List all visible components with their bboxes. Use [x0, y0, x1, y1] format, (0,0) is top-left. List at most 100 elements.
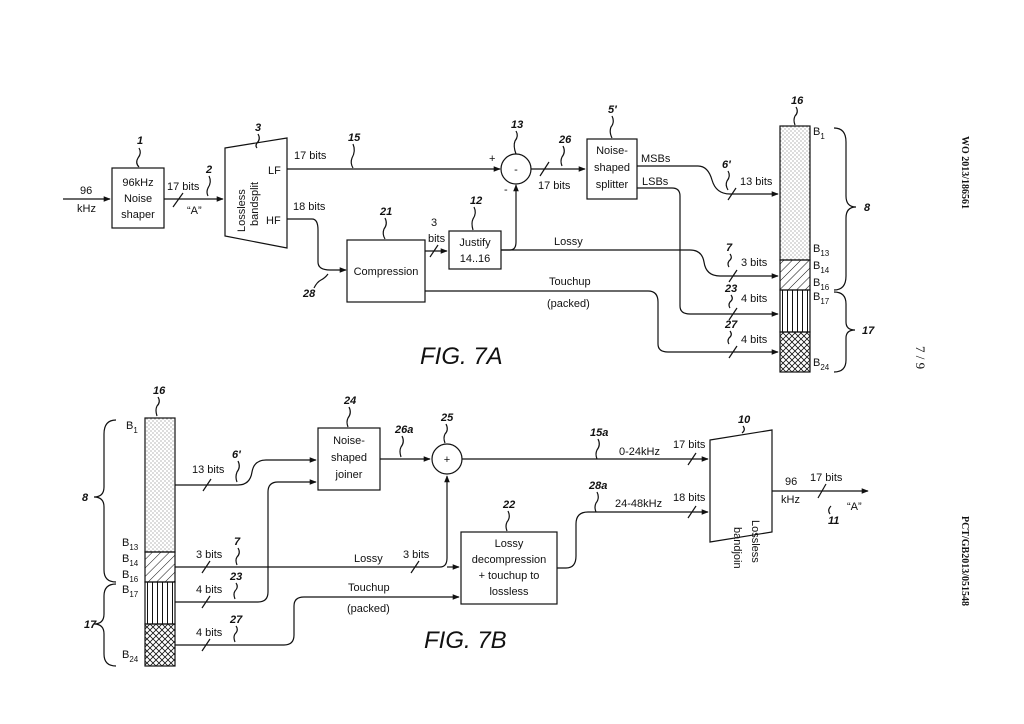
noise-shaper-label-1: 96kHz	[122, 177, 153, 189]
lossy-line	[501, 249, 779, 279]
slash-mark	[728, 307, 738, 321]
ref-2-leader	[206, 175, 211, 197]
touchup-segment	[779, 331, 811, 373]
high-band-line	[557, 509, 709, 569]
ref-11: 11	[828, 515, 839, 527]
application-number: PCT/GB2013/051548	[959, 516, 970, 606]
ref-21: 21	[379, 206, 392, 218]
bits-4-touchup-b: 4 bits	[196, 627, 223, 639]
ref-15a: 15a	[590, 427, 608, 439]
ref-26-leader	[560, 145, 565, 167]
ref-1-leader	[136, 147, 141, 168]
ref-23-b: 23	[229, 571, 242, 583]
b24-label: B24	[813, 357, 830, 372]
bits-3: 3 bits	[741, 257, 768, 269]
slash-mark	[201, 638, 211, 652]
lf-port: LF	[268, 165, 281, 177]
splitter-label-2: shaped	[594, 162, 630, 174]
brace-17-b	[93, 583, 117, 667]
lossless-bandsplit-block	[224, 137, 288, 249]
point-a-label: “A”	[187, 205, 202, 217]
bandjoin-label-1: Lossless	[749, 520, 761, 563]
brace-8	[833, 127, 857, 291]
lossy-label-b: Lossy	[354, 553, 383, 565]
bits-17-input: 17 bits	[167, 181, 200, 193]
noise-shaper-label-3: shaper	[121, 209, 155, 221]
ref-3: 3	[255, 122, 261, 134]
ref-22: 22	[502, 499, 515, 511]
ref-5-prime: 5′	[608, 104, 618, 116]
compression-label: Compression	[354, 266, 419, 278]
b14-label: B14	[813, 260, 830, 275]
brace-8-b	[93, 419, 117, 583]
slash-mark	[172, 192, 184, 208]
ref-7-b-leader	[235, 547, 240, 566]
b17-label: B17	[813, 291, 830, 306]
lossless-bandjoin-block	[709, 429, 773, 543]
slash-mark	[728, 345, 738, 359]
hf-line	[287, 218, 347, 273]
ref-11-leader	[828, 505, 832, 515]
ref-24-leader	[346, 406, 351, 428]
lsbs-to-joiner-line	[175, 479, 317, 603]
bandsplit-label-1: Lossless	[236, 189, 248, 232]
decomp-label-2: decompression	[472, 554, 547, 566]
ref-6-prime-b: 6′	[232, 449, 242, 461]
fig-7a-caption: FIG. 7A	[420, 343, 503, 370]
lsb-segment	[779, 289, 811, 333]
slash-mark	[201, 595, 211, 609]
bits-4-lsbs: 4 bits	[741, 293, 768, 305]
ref-28: 28	[302, 288, 316, 300]
bits-17-lf: 17 bits	[294, 150, 327, 162]
packed-label: (packed)	[547, 298, 590, 310]
joiner-label-1: Noise-	[333, 435, 365, 447]
ref-5-prime-leader	[609, 115, 614, 139]
bits-18-high: 18 bits	[673, 492, 706, 504]
b1-label-b: B1	[126, 420, 138, 435]
output-rate-unit: kHz	[781, 494, 800, 506]
justify-block	[448, 230, 502, 270]
margin-text: WO 2013/186561 7 / 9 PCT/GB2013/051548	[913, 136, 970, 606]
ref-25: 25	[440, 412, 454, 424]
ref-3-leader	[255, 133, 260, 149]
ref-10-leader	[741, 425, 745, 434]
input-rate-unit: kHz	[77, 203, 96, 215]
noise-shaped-joiner-block	[317, 427, 381, 491]
ref-23: 23	[724, 283, 737, 295]
bits-17-out: 17 bits	[810, 472, 843, 484]
ref-26a: 26a	[394, 424, 413, 436]
ref-15a-leader	[595, 438, 600, 460]
bits-4-touchup: 4 bits	[741, 334, 768, 346]
ref-15: 15	[348, 132, 361, 144]
slash-mark	[410, 560, 420, 574]
touchup-line-b	[175, 594, 460, 646]
ref-7-b: 7	[234, 536, 241, 548]
plus-sign: +	[444, 454, 450, 466]
slash-mark	[728, 269, 738, 283]
bandjoin-label-2: bandjoin	[731, 527, 743, 569]
b13-label-b: B13	[122, 537, 139, 552]
ref-27: 27	[724, 319, 738, 331]
b24-label-b: B24	[122, 649, 139, 664]
ref-13: 13	[511, 119, 523, 131]
fig-7b-caption: FIG. 7B	[424, 627, 507, 654]
lossy-decompression-block	[460, 531, 558, 605]
touchup-line	[425, 290, 779, 355]
high-band-label: 24-48kHz	[615, 498, 662, 510]
lossy-segment	[144, 551, 176, 583]
touchup-segment	[144, 623, 176, 667]
bits-13-b: 13 bits	[192, 464, 225, 476]
hf-port: HF	[266, 215, 281, 227]
justify-label-2: 14..16	[460, 253, 491, 265]
ref-21-leader	[382, 217, 387, 240]
ref-27-leader	[727, 330, 732, 345]
b14-label-b: B14	[122, 553, 139, 568]
ref-7-leader	[727, 253, 732, 268]
compression-block	[346, 239, 426, 303]
ref-24: 24	[343, 395, 356, 407]
packed-label-b: (packed)	[347, 603, 390, 615]
slash-mark	[202, 478, 212, 492]
ref-15-leader	[350, 143, 355, 169]
bit-word-bar-b	[144, 417, 176, 667]
